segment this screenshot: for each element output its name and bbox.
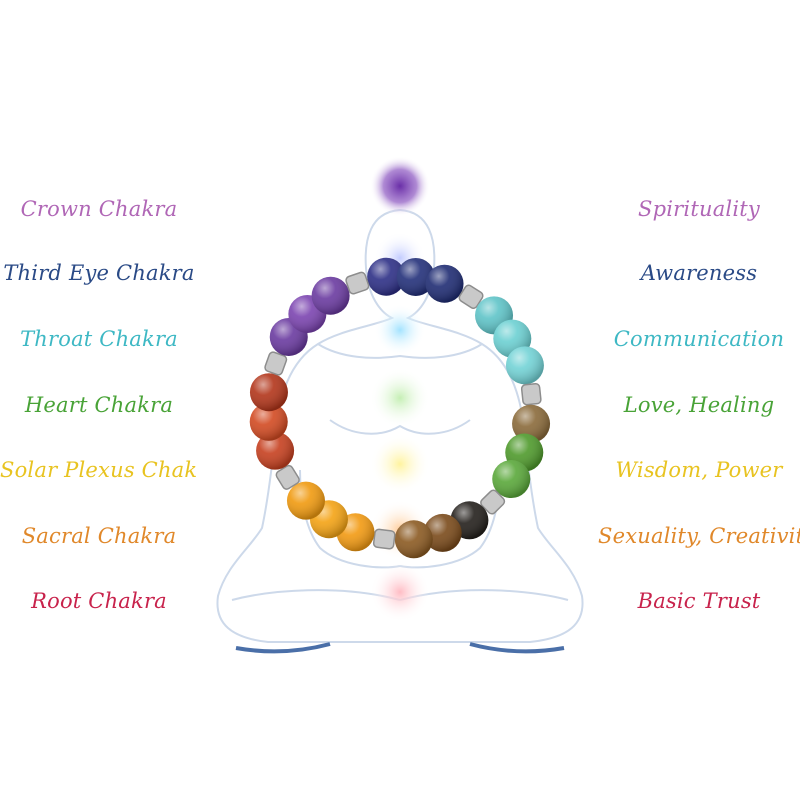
silver-spacer-bead <box>275 464 300 490</box>
chakra-meaning-label: Love, Healing <box>623 393 775 417</box>
meditating-figure <box>216 208 584 643</box>
chakra-name-label: Root Chakra <box>31 589 167 613</box>
chakra-name-label: Solar Plexus Chakra <box>0 458 198 482</box>
bead-shine <box>423 513 462 552</box>
silver-spacer-bead <box>480 489 506 515</box>
solar-plexus-glow <box>370 434 430 494</box>
bracelet <box>249 257 551 559</box>
mat-right-edge <box>469 642 565 654</box>
chakra-meaning-label: Spirituality <box>638 197 760 221</box>
throat-glow <box>374 304 426 356</box>
bead-shine <box>396 257 435 296</box>
chakra-name-label: Crown Chakra <box>20 197 178 221</box>
figure-body-outline <box>216 208 584 643</box>
chakra-name-label: Sacral Chakra <box>21 524 177 548</box>
crown-glow <box>370 156 430 216</box>
bead-shine <box>249 373 288 412</box>
chakra-name-label: Throat Chakra <box>20 327 178 351</box>
silver-spacer-bead <box>458 284 484 309</box>
bead-shine <box>311 276 350 315</box>
chakra-name-label: Third Eye Chakra <box>3 261 195 285</box>
chakra-meaning-label: Basic Trust <box>637 589 761 613</box>
silver-spacer-bead <box>345 271 370 295</box>
heart-glow <box>370 368 430 428</box>
chakra-meaning-label: Communication <box>613 327 785 351</box>
root-glow <box>370 562 430 622</box>
silver-spacer-bead <box>372 528 396 550</box>
bead-shine <box>492 460 531 499</box>
silver-spacer-bead <box>264 351 288 376</box>
mat-left-edge <box>235 642 331 654</box>
bead-shine <box>256 431 295 470</box>
chakra-name-label: Heart Chakra <box>24 393 174 417</box>
bead-shine <box>367 257 406 296</box>
chakra-meaning-label: Awareness <box>640 261 758 285</box>
bead-shine <box>512 404 551 443</box>
bead-shine <box>425 264 464 303</box>
bead-shine <box>286 481 325 520</box>
silver-spacer-bead <box>520 382 542 406</box>
chakra-meaning-label: Sexuality, Creativity <box>598 524 800 548</box>
bead-shine <box>394 520 433 559</box>
chakra-meaning-label: Wisdom, Power <box>615 458 783 482</box>
bead-shine <box>249 402 288 441</box>
bead-shine <box>505 346 544 385</box>
